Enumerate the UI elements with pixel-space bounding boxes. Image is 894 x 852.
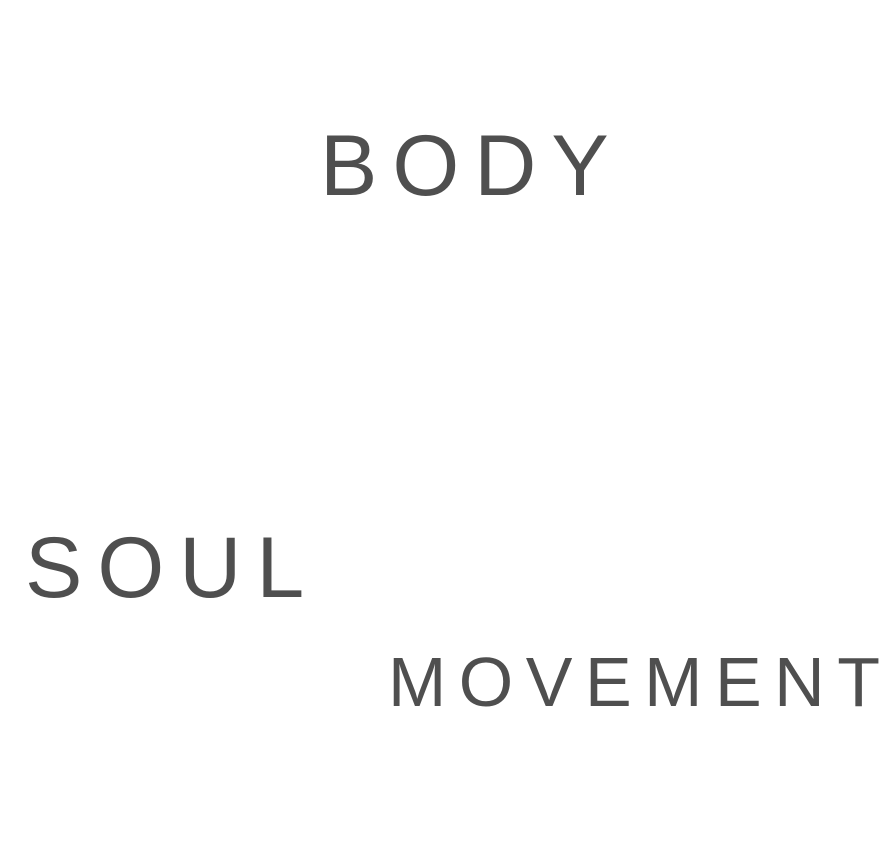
word-movement: MOVEMENT [388, 643, 893, 721]
word-soul: SOUL [25, 520, 320, 616]
word-body: BODY [320, 118, 624, 214]
